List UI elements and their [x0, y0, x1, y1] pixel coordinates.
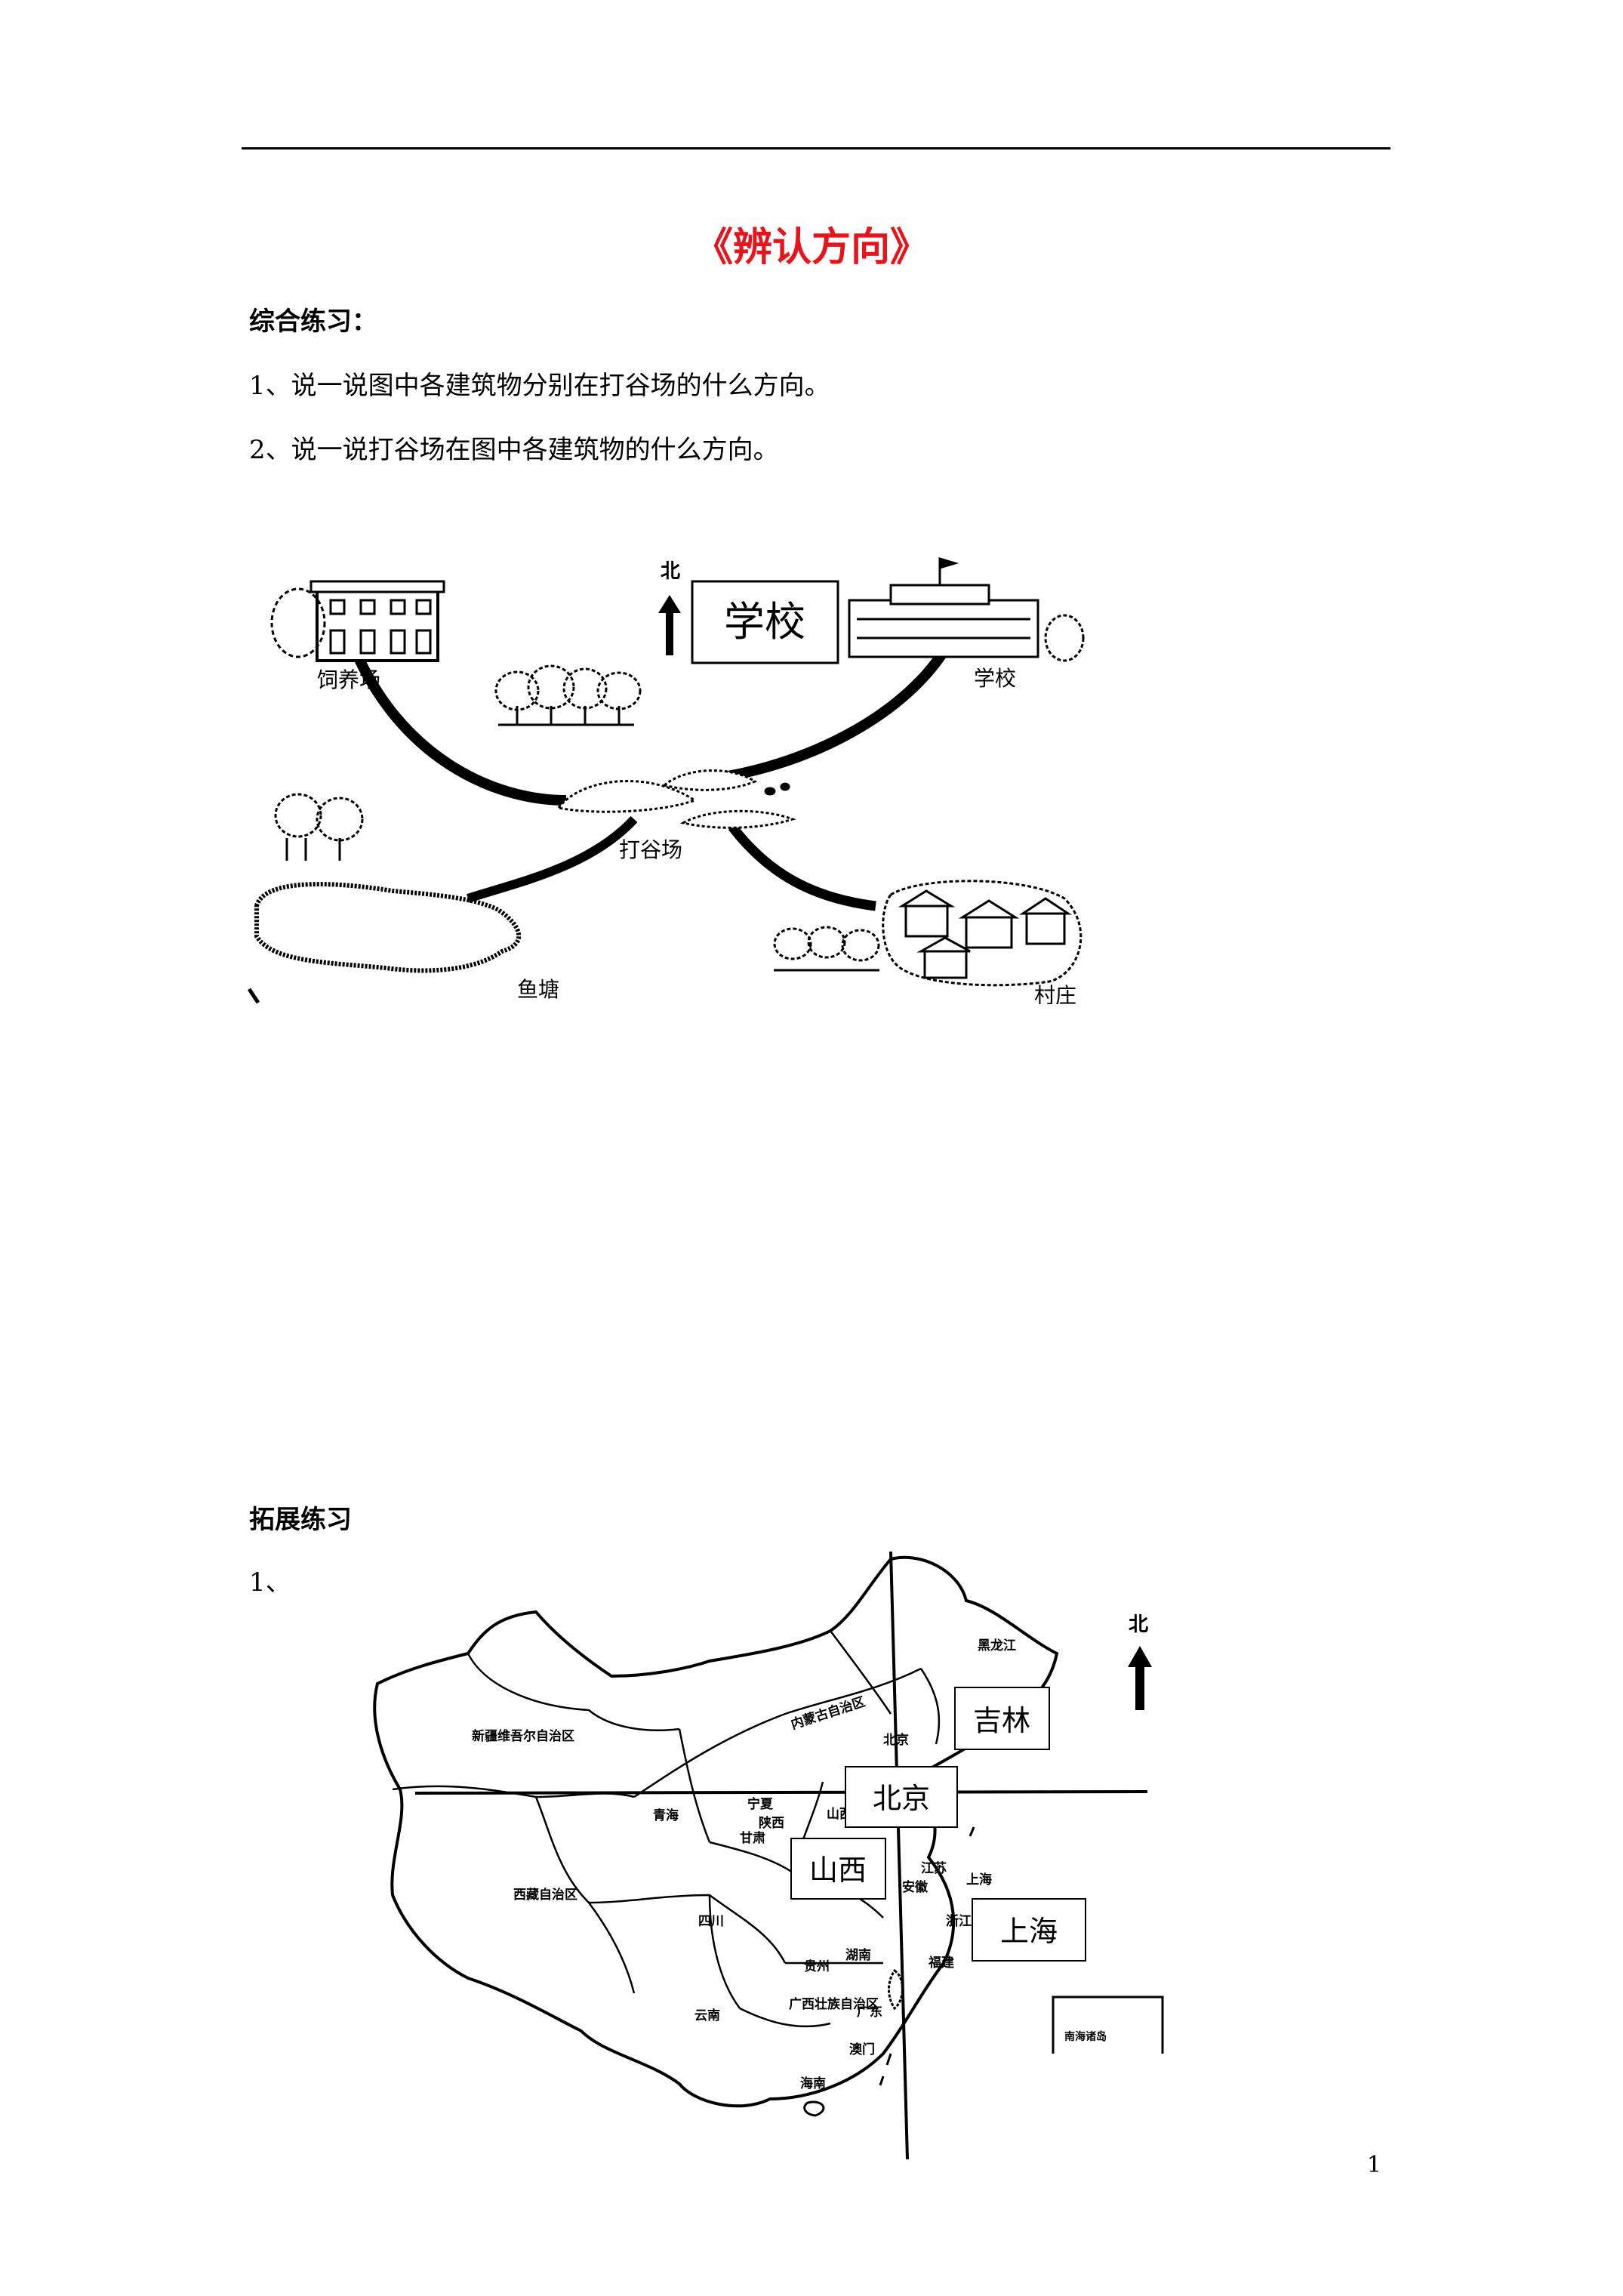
trees-icon	[494, 664, 642, 726]
china-outline	[373, 1555, 1059, 2108]
label-hunan: 湖南	[845, 1947, 871, 1963]
section-heading-extension: 拓展练习	[249, 1505, 352, 1535]
label-farm: 饲养场	[317, 667, 380, 692]
label-guizhou: 贵州	[804, 1959, 830, 1974]
hainan-shape	[803, 2100, 825, 2117]
label-guangxi: 广西壮族自治区	[789, 1996, 879, 2012]
label-ningxia: 宁夏	[747, 1796, 774, 1812]
label-beijing-small: 北京	[883, 1732, 909, 1748]
farm-building-icon	[270, 580, 445, 662]
label-hainan: 海南	[800, 2076, 826, 2091]
label-shaanxi: 陕西	[759, 1815, 784, 1831]
trees-village-icon	[773, 926, 880, 972]
horizontal-line	[414, 1790, 1148, 1795]
question-number: 1、	[249, 1567, 291, 1598]
header-rule	[242, 147, 1390, 149]
box-jilin-label: 吉林	[973, 1704, 1030, 1737]
north-arrow-icon	[658, 595, 681, 655]
question-1: 1、说一说图中各建筑物分别在打谷场的什么方向。	[249, 371, 830, 401]
box-beijing-label: 北京	[873, 1782, 930, 1815]
village-icon	[882, 880, 1083, 987]
label-macao: 澳门	[849, 2042, 875, 2057]
path-pond	[467, 815, 638, 903]
label-jiangsu: 江苏	[921, 1860, 947, 1876]
north-label: 北	[661, 560, 680, 583]
label-xizang: 西藏自治区	[513, 1887, 577, 1903]
label-threshing-ground: 打谷场	[619, 837, 682, 862]
label-sichuan: 四川	[698, 1914, 724, 1929]
china-map-figure: 南海诸岛 北 黑龙江 新疆维吾尔自治区 内蒙古自治区 青海 西藏自治区 四川 甘…	[373, 1551, 1164, 2160]
school-box-label: 学校	[724, 598, 805, 646]
map-north-label: 北	[1129, 1613, 1148, 1636]
school-box	[691, 580, 839, 664]
box-shanxi: 山西	[790, 1838, 886, 1900]
page-number: 1	[1366, 2152, 1381, 2178]
label-nanhai: 南海诸岛	[1064, 2030, 1107, 2043]
label-zhejiang: 浙江	[946, 1913, 972, 1929]
label-school: 学校	[974, 666, 1016, 691]
label-qinghai: 青海	[653, 1808, 679, 1823]
box-beijing: 北京	[845, 1766, 958, 1828]
path-farm	[350, 647, 567, 806]
box-shanxi-label: 山西	[809, 1854, 867, 1887]
island-dashes	[879, 1826, 975, 2086]
vertical-line	[889, 1551, 909, 2160]
map-north-arrow-icon	[1128, 1646, 1152, 1710]
label-fujian: 福建	[928, 1955, 954, 1971]
box-shanghai-label: 上海	[1000, 1915, 1058, 1948]
label-heilongjiang: 黑龙江	[978, 1638, 1016, 1653]
page-title: 《辨认方向》	[693, 224, 929, 270]
label-gansu: 甘肃	[740, 1830, 765, 1846]
school-building-icon	[848, 556, 1085, 662]
label-shanghai-small: 上海	[966, 1872, 992, 1888]
label-village: 村庄	[1034, 983, 1076, 1004]
label-guangdong: 广东	[857, 2004, 882, 2020]
fish-pond-icon	[254, 882, 521, 973]
label-xinjiang: 新疆维吾尔自治区	[472, 1728, 574, 1744]
trees-left-icon	[274, 793, 364, 861]
box-jilin: 吉林	[954, 1687, 1050, 1750]
label-yunnan: 云南	[694, 2008, 720, 2023]
label-anhui: 安徽	[902, 1879, 929, 1895]
threshing-ground-icon	[556, 769, 796, 829]
corner-mark	[247, 988, 260, 1004]
question-2: 2、说一说打谷场在图中各建筑物的什么方向。	[249, 435, 779, 465]
path-village	[728, 824, 876, 911]
label-fish-pond: 鱼塘	[517, 977, 559, 1002]
box-shanghai: 上海	[972, 1898, 1086, 1962]
south-china-sea-inset: 南海诸岛	[1052, 1996, 1164, 2054]
section-heading-comprehensive: 综合练习：	[249, 307, 377, 337]
direction-figure: 饲养场 北 学校 学校 打谷场	[247, 556, 1085, 1004]
